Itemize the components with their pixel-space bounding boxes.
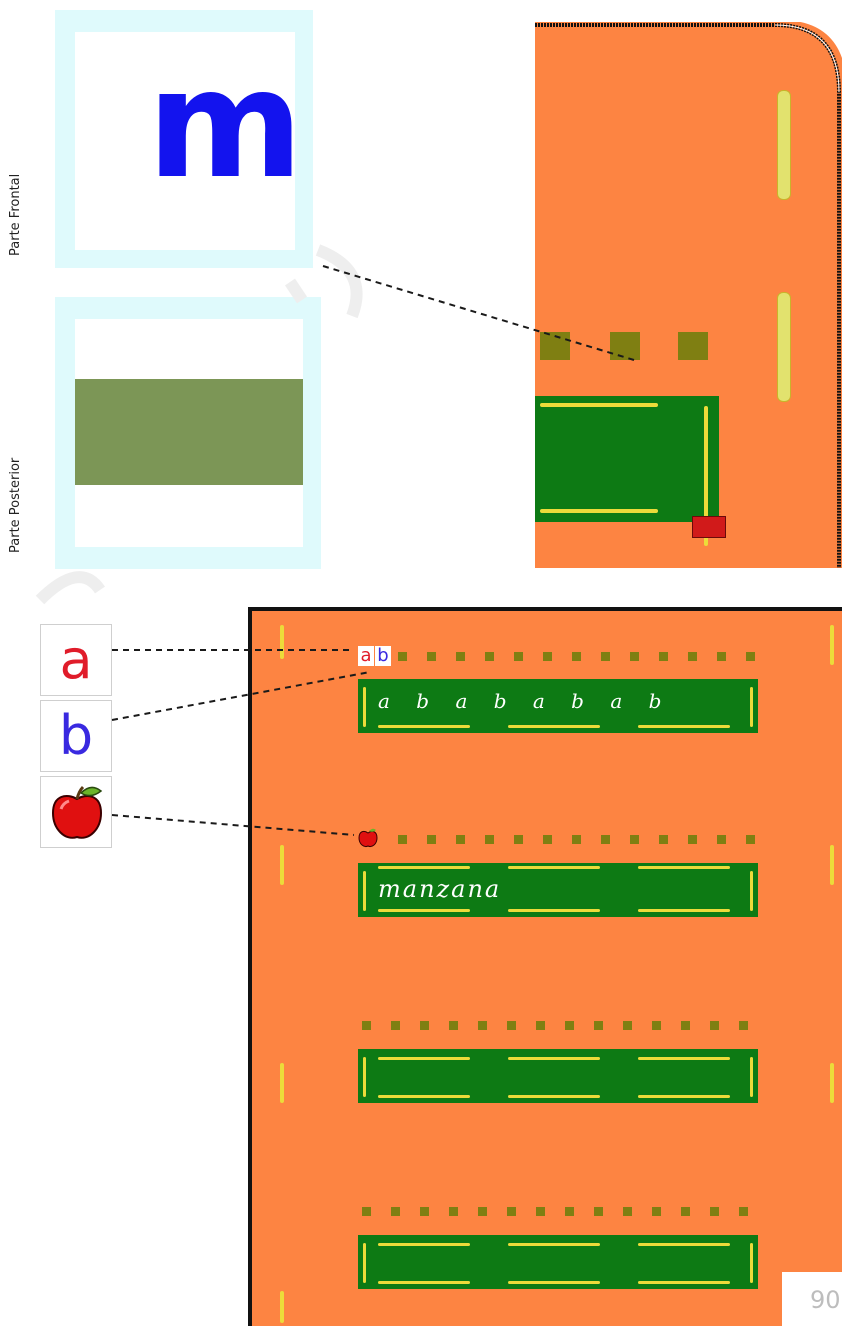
board-square — [659, 652, 668, 661]
board-square — [623, 1021, 632, 1030]
board-square — [449, 1207, 458, 1216]
board-square — [565, 1021, 574, 1030]
row1-written-text: a b a b a b a b — [378, 689, 672, 713]
board-square — [543, 652, 552, 661]
tile-apple — [40, 776, 112, 848]
main-board: a b a b a b a b a b manzana — [248, 607, 842, 1326]
board-row-4-strip — [358, 1235, 758, 1289]
board-row-1-strip: a b a b a b a b — [358, 679, 758, 733]
board-square — [507, 1207, 516, 1216]
apple-icon — [51, 785, 103, 839]
board-square — [456, 652, 465, 661]
board-green-strip — [535, 396, 719, 522]
board-square — [362, 1021, 371, 1030]
red-tab — [692, 516, 726, 538]
board-square — [391, 1021, 400, 1030]
board-square — [746, 835, 755, 844]
strip-line — [540, 509, 658, 513]
board-square — [420, 1021, 429, 1030]
board-square — [659, 835, 668, 844]
board-square — [717, 652, 726, 661]
board-square — [456, 835, 465, 844]
board-square — [678, 332, 708, 360]
strip-line — [704, 406, 708, 546]
board-square — [536, 1207, 545, 1216]
board-square — [610, 332, 640, 360]
board-square — [420, 1207, 429, 1216]
board-square — [710, 1207, 719, 1216]
board-square — [391, 1207, 400, 1216]
board-square — [427, 652, 436, 661]
board-square — [572, 835, 581, 844]
board-top-fragment — [535, 22, 842, 568]
board-square — [688, 652, 697, 661]
board-square — [710, 1021, 719, 1030]
board-square — [572, 652, 581, 661]
board-square — [739, 1021, 748, 1030]
board-square — [681, 1021, 690, 1030]
row2-apple-icon — [358, 828, 378, 847]
board-square — [514, 835, 523, 844]
board-square — [739, 1207, 748, 1216]
board-square — [565, 1207, 574, 1216]
board-row-2-strip: manzana — [358, 863, 758, 917]
back-card-band — [75, 379, 303, 485]
front-card-letter: m — [147, 38, 304, 212]
board-square — [427, 835, 436, 844]
yellow-handle-middle — [777, 292, 791, 402]
board-square — [514, 652, 523, 661]
board-row-3-strip — [358, 1049, 758, 1103]
board-square — [362, 1207, 371, 1216]
board-square — [601, 835, 610, 844]
yellow-handle-top — [777, 90, 791, 200]
row1-marker-a: a — [358, 646, 374, 666]
connector-tile-apple — [111, 814, 355, 836]
board-square — [652, 1207, 661, 1216]
connector-front-card — [322, 265, 635, 361]
front-card: m — [55, 10, 313, 268]
board-square — [746, 652, 755, 661]
board-square — [630, 835, 639, 844]
board-square — [536, 1021, 545, 1030]
board-square — [478, 1021, 487, 1030]
tile-letter-b: b — [40, 700, 112, 772]
back-card — [55, 297, 321, 569]
page-number: 90 — [810, 1286, 841, 1314]
board-square — [630, 652, 639, 661]
connector-tile-b — [111, 671, 371, 721]
board-square — [594, 1207, 603, 1216]
board-square — [398, 835, 407, 844]
board-square — [623, 1207, 632, 1216]
tile-letter-a: a — [40, 624, 112, 696]
row1-marker-b: b — [375, 646, 391, 666]
board-square — [688, 835, 697, 844]
row2-written-text: manzana — [378, 875, 502, 903]
board-square — [507, 1021, 516, 1030]
board-square — [543, 835, 552, 844]
board-square — [601, 652, 610, 661]
strip-line — [540, 403, 658, 407]
board-square — [594, 1021, 603, 1030]
board-square — [485, 835, 494, 844]
page-number-box — [782, 1272, 842, 1326]
board-square — [681, 1207, 690, 1216]
board-square — [717, 835, 726, 844]
board-square — [449, 1021, 458, 1030]
board-square — [478, 1207, 487, 1216]
board-square — [652, 1021, 661, 1030]
board-square — [485, 652, 494, 661]
board-square — [398, 652, 407, 661]
